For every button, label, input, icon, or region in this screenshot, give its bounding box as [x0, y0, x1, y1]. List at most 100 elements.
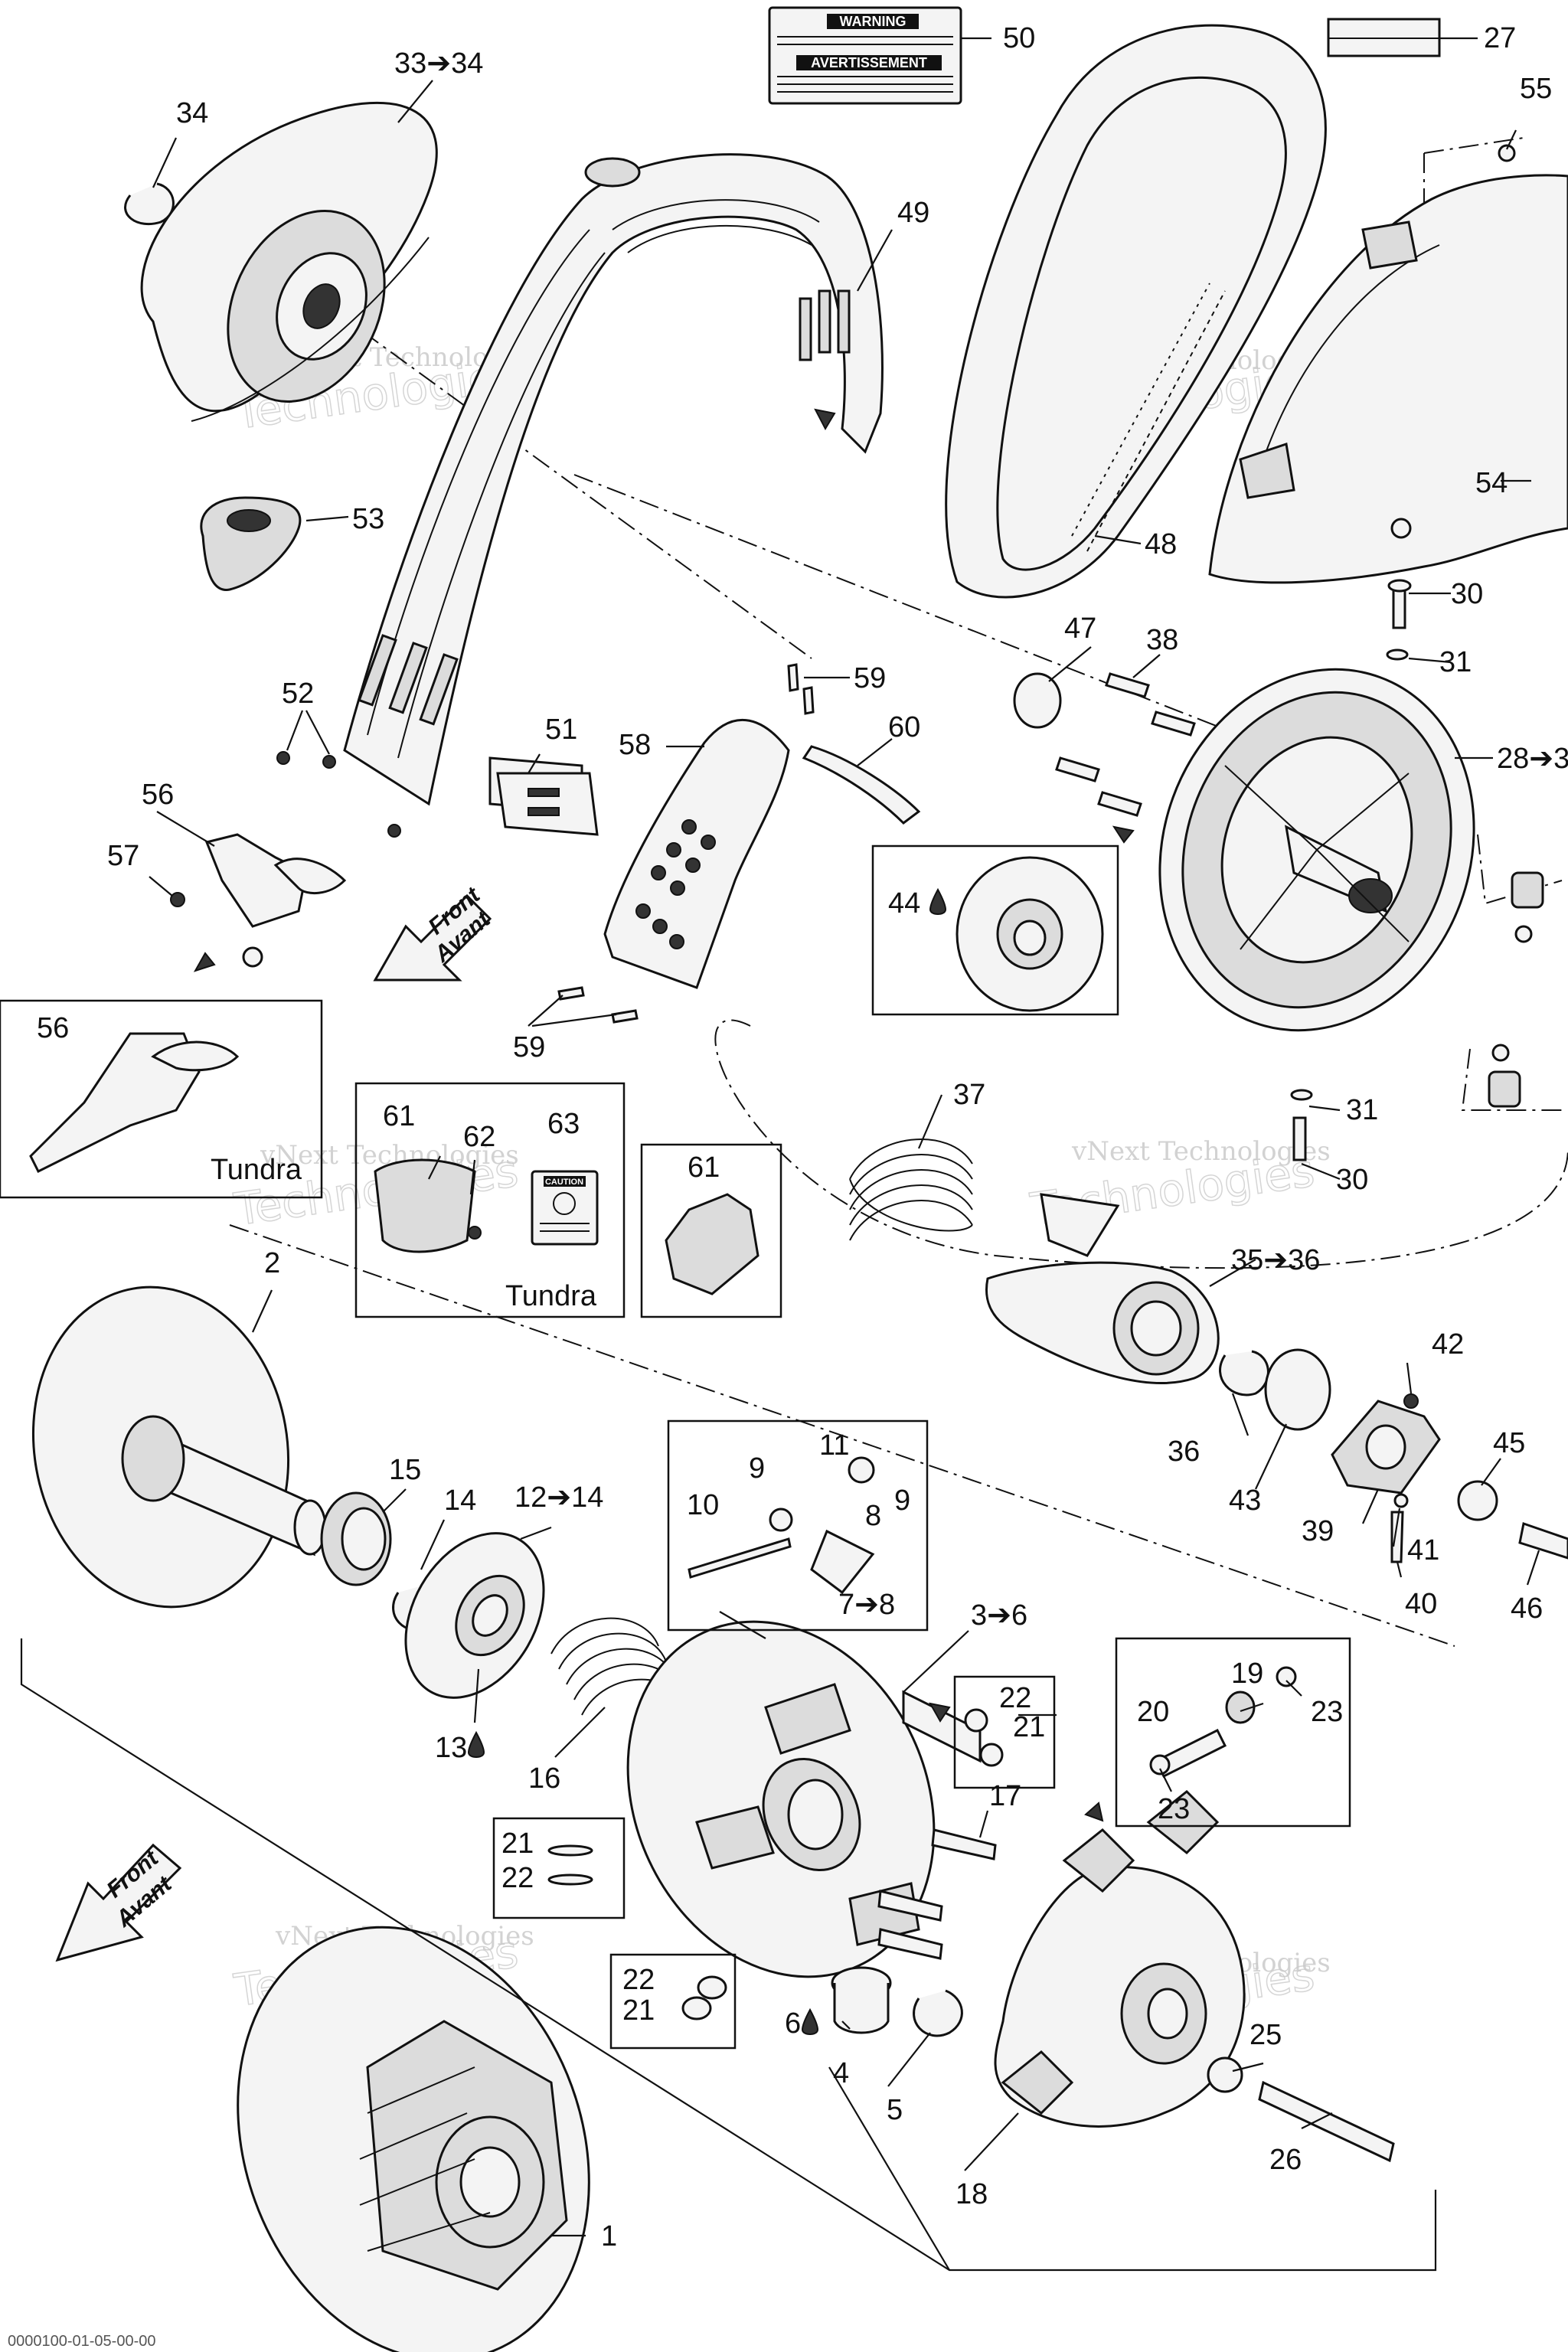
- label-3-6: 3➔6: [971, 1599, 1027, 1632]
- bushing-4: [831, 1966, 892, 2034]
- label-59b: 59: [513, 1031, 545, 1063]
- cam-35-36: [985, 1193, 1220, 1384]
- label-38: 38: [1146, 624, 1178, 656]
- screws-30-31: [1290, 579, 1412, 1161]
- label-16: 16: [528, 1762, 560, 1795]
- screws-17: [877, 1828, 997, 1960]
- label-61b: 61: [688, 1152, 720, 1184]
- part-61-b: [665, 1193, 760, 1295]
- label-18: 18: [956, 2178, 988, 2210]
- label-30a: 30: [1451, 578, 1483, 610]
- label-30b: 30: [1336, 1164, 1368, 1196]
- washer-43: [1264, 1348, 1331, 1431]
- label-54: 54: [1475, 467, 1508, 499]
- label-4: 4: [833, 2057, 849, 2089]
- washer-41: [1393, 1493, 1409, 1508]
- screws-52: [276, 751, 401, 838]
- label-60: 60: [888, 711, 920, 743]
- label-13: 13: [435, 1732, 467, 1764]
- nut-57b: [242, 946, 263, 968]
- label-31b: 31: [1346, 1094, 1378, 1126]
- label-9a: 9: [749, 1452, 765, 1485]
- tundra-label-b: Tundra: [505, 1280, 597, 1312]
- weights-7-8: [688, 1456, 875, 1595]
- pulley-33-34: [140, 101, 438, 422]
- label-41: 41: [1407, 1534, 1439, 1566]
- label-1: 1: [601, 2220, 617, 2252]
- fixed-sheave-2: [31, 1285, 327, 1609]
- shaft-46: [1518, 1522, 1568, 1560]
- label-34: 34: [176, 97, 208, 129]
- label-21a: 21: [1013, 1711, 1045, 1743]
- bracket-51: [496, 772, 599, 836]
- label-23b: 23: [1158, 1793, 1190, 1825]
- dampers-28: [1488, 871, 1544, 1108]
- label-25: 25: [1250, 2019, 1282, 2051]
- watermark-7: vNext Technologies: [1071, 1136, 1331, 1167]
- drop-icon-6: [801, 2007, 819, 2035]
- label-53: 53: [352, 503, 384, 535]
- box-61-b: [640, 1143, 782, 1318]
- cover-12-14: [404, 1532, 545, 1699]
- label-48: 48: [1145, 528, 1177, 560]
- label-55: 55: [1520, 73, 1552, 105]
- spider-18: [994, 1789, 1246, 2128]
- screws-59: [557, 663, 815, 1024]
- label-51: 51: [545, 714, 577, 746]
- label-21c: 21: [622, 1994, 655, 2027]
- label-50: 50: [1003, 22, 1035, 54]
- footer-code: 0000100-01-05-00-00: [8, 2333, 156, 2350]
- front-arrow-a: Front Avant: [373, 882, 496, 982]
- tundra-label-a: Tundra: [211, 1154, 302, 1186]
- label-42: 42: [1432, 1328, 1464, 1361]
- label-37: 37: [953, 1079, 985, 1111]
- label-36: 36: [1168, 1436, 1200, 1468]
- callout-box-44: [871, 844, 1119, 1016]
- label-17: 17: [989, 1780, 1021, 1812]
- leader-lines: [149, 37, 1540, 2271]
- label-40: 40: [1405, 1588, 1437, 1620]
- label-49: 49: [897, 197, 929, 229]
- label-23a: 23: [1311, 1696, 1343, 1728]
- label-20: 20: [1137, 1696, 1169, 1728]
- label-62: 62: [463, 1121, 495, 1153]
- circlip-5: [913, 1989, 963, 2037]
- label-11: 11: [819, 1429, 849, 1462]
- washer-25: [1207, 2056, 1243, 2093]
- box-21-22-a: [953, 1675, 1056, 1789]
- clip-60: [802, 745, 921, 825]
- box-21-22-b: [492, 1817, 626, 1919]
- circlip-34: [124, 182, 175, 226]
- box-21-22-c: [609, 1953, 737, 2050]
- screw-42: [1403, 1393, 1419, 1409]
- label-12-14: 12➔14: [514, 1481, 603, 1514]
- label-47: 47: [1064, 612, 1096, 645]
- label-63: 63: [547, 1108, 580, 1140]
- label-10: 10: [687, 1489, 719, 1521]
- spring-37: [849, 1138, 973, 1241]
- drive-pulley-assembly-1: [237, 1926, 590, 2352]
- part-39: [1331, 1400, 1441, 1494]
- bracket-56: [204, 833, 347, 928]
- label-44: 44: [888, 887, 920, 920]
- label-9b: 9: [894, 1485, 910, 1517]
- label-27: 27: [1484, 22, 1516, 54]
- decal-63: CAUTION: [531, 1170, 599, 1246]
- label-21b: 21: [501, 1828, 534, 1860]
- label-56b: 56: [37, 1012, 69, 1044]
- arrowheads: [193, 408, 1135, 1822]
- cover-54: [1208, 144, 1568, 584]
- drop-icon-13: [467, 1730, 485, 1758]
- label-59a: 59: [854, 662, 886, 694]
- part-44-bearing: [956, 856, 1104, 1012]
- label-26: 26: [1269, 2144, 1302, 2176]
- bolt-26: [1258, 2080, 1395, 2163]
- label-57: 57: [107, 840, 139, 872]
- label-31a: 31: [1439, 646, 1472, 678]
- box-61-62-63: [354, 1082, 626, 1318]
- label-61a: 61: [383, 1100, 415, 1132]
- screw-57: [170, 892, 185, 907]
- label-28: 28➔3: [1497, 743, 1568, 775]
- label-58: 58: [619, 729, 651, 761]
- label-15: 15: [389, 1454, 421, 1486]
